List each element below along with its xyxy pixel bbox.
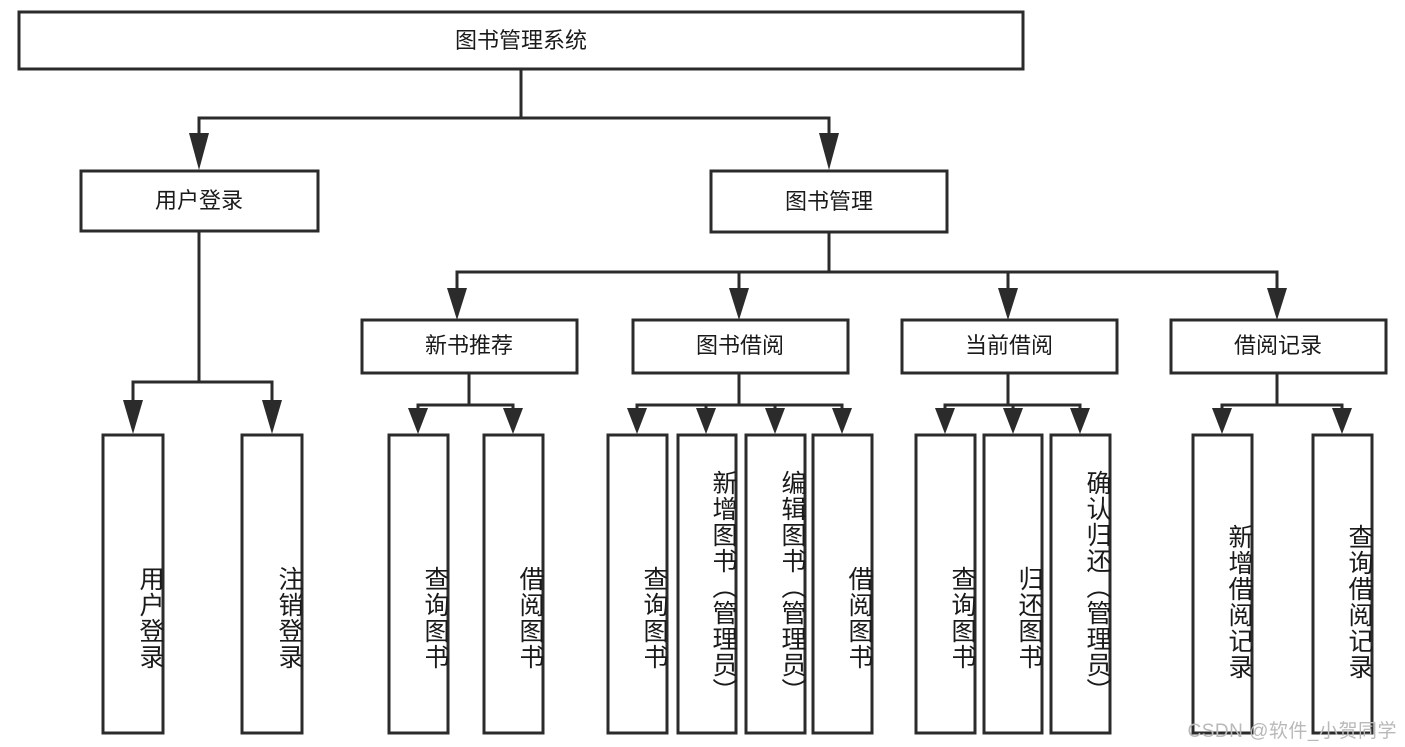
arrow-head-to-book-borrow [729,288,749,320]
node-box-leaf-new-book-1[interactable] [482,433,545,735]
node-label-book-borrow: 图书借阅 [696,333,784,358]
node-label-borrow-record: 借阅记录 [1234,333,1322,358]
node-box-leaf-new-book-0[interactable] [387,433,450,735]
node-label-current-borrow: 当前借阅 [965,333,1053,358]
connector-group-book-borrow [627,371,852,434]
node-box-leaf-current-borrow-1[interactable] [982,433,1044,735]
connector-group-new-book [408,371,523,434]
node-box-leaf-user-login-0[interactable] [101,433,165,735]
node-box-leaf-book-borrow-2[interactable] [744,433,807,735]
node-box-current-borrow[interactable] [900,318,1119,375]
node-box-leaf-book-borrow-1[interactable] [676,433,738,735]
arrow-head-leaf-borrowrecord-0 [1212,408,1232,434]
arrow-head-leaf-bookborrow-0 [627,408,647,434]
arrow-head-leaf-currentborrow-2 [1070,408,1090,434]
arrow-head-to-current-borrow [998,288,1018,320]
arrow-head-leaf-user-login-0 [123,400,143,434]
node-box-root[interactable] [17,10,1025,71]
node-label-book-manage: 图书管理 [785,189,873,214]
arrow-head-leaf-newbook-0 [408,408,428,434]
node-box-book-borrow[interactable] [631,318,850,375]
arrow-head-to-borrow-record [1267,288,1287,320]
connector-group-root [189,67,839,170]
node-box-leaf-borrow-record-1[interactable] [1311,433,1374,735]
arrow-head-leaf-borrowrecord-1 [1332,408,1352,434]
node-label-user-login: 用户登录 [155,188,243,213]
node-box-leaf-book-borrow-3[interactable] [811,433,874,735]
node-box-new-book-recommend[interactable] [360,318,579,375]
arrow-head-leaf-bookborrow-2 [765,408,785,434]
node-label-new-book-recommend: 新书推荐 [425,333,513,358]
connector-group-user-login [123,229,282,434]
arrow-head-to-user-login [189,133,209,170]
node-label-root: 图书管理系统 [455,28,587,53]
arrow-head-leaf-bookborrow-3 [832,408,852,434]
node-box-leaf-current-borrow-0[interactable] [914,433,977,735]
node-box-leaf-user-login-1[interactable] [240,433,304,735]
connector-group-book-manage [447,230,1287,320]
node-box-book-manage[interactable] [709,169,949,234]
arrow-head-leaf-currentborrow-0 [935,408,955,434]
arrow-head-leaf-user-login-1 [262,400,282,434]
node-box-leaf-book-borrow-0[interactable] [606,433,669,735]
connector-group-current-borrow [935,371,1090,434]
arrow-head-leaf-currentborrow-1 [1003,408,1023,434]
connector-group-borrow-record [1212,371,1352,434]
node-box-user-login[interactable] [79,169,320,233]
node-box-borrow-record[interactable] [1169,318,1388,375]
arrow-head-leaf-newbook-1 [503,408,523,434]
arrow-head-leaf-bookborrow-1 [696,408,716,434]
node-box-leaf-current-borrow-2[interactable] [1049,433,1112,735]
arrow-head-to-new-book [447,288,467,320]
node-box-leaf-borrow-record-0[interactable] [1191,433,1254,735]
arrow-head-to-book-manage [819,133,839,170]
csdn-watermark: CSDN @软件_小贺同学 [1187,721,1397,742]
